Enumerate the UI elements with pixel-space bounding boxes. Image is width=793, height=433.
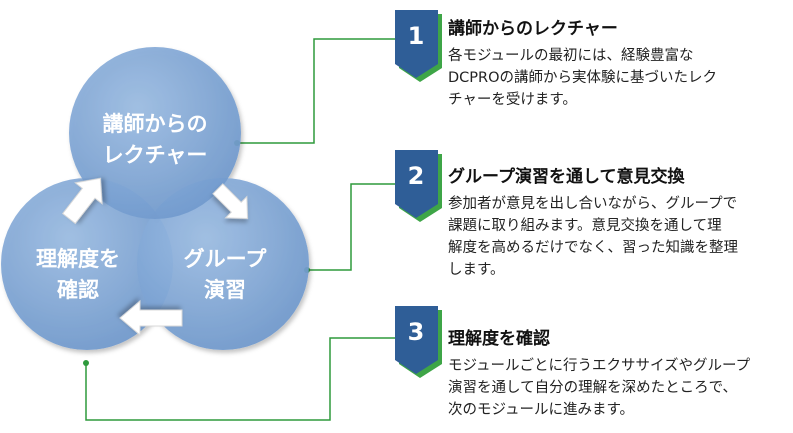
circle-label-lecture-1: 講師からの	[103, 112, 208, 136]
arrow-lecture-to-group-icon	[212, 183, 249, 220]
svg-text:1: 1	[408, 22, 425, 50]
circle-label-lecture-2: レクチャー	[103, 143, 208, 167]
circle-label-understanding-1: 理解度を	[36, 247, 120, 271]
circle-group-work	[137, 178, 309, 350]
step-2-title: グループ演習を通して意見交換	[448, 167, 685, 187]
step-badge-2: 2	[395, 150, 442, 222]
circle-label-group-1: グループ	[184, 247, 268, 271]
step-1-body: 各モジュールの最初には、経験豊富な DCPROの講師から実体験に基づいたレク チ…	[448, 48, 718, 108]
connector-line-3	[85, 337, 395, 421]
step-badge-3: 3	[395, 306, 442, 378]
connector-line-1	[237, 38, 395, 144]
circle-label-group-2: 演習	[204, 278, 246, 302]
connector-line-2	[307, 183, 395, 271]
step-1: 講師からのレクチャー 各モジュールの最初には、経験豊富な DCPROの講師から実…	[448, 14, 788, 111]
step-3-title: 理解度を確認	[448, 329, 550, 349]
connector-dot-3	[83, 360, 89, 366]
arrow-understanding-to-lecture-icon	[61, 177, 103, 225]
svg-text:3: 3	[408, 318, 425, 346]
circle-lecture	[69, 47, 241, 219]
svg-text:2: 2	[408, 162, 425, 190]
circle-label-understanding-2: 確認	[57, 278, 99, 302]
circle-understanding	[1, 178, 173, 350]
step-3-body: モジュールごとに行うエクササイズやグループ 演習を通して自分の理解を深めたところ…	[448, 358, 751, 418]
arrow-group-to-understanding-icon	[119, 299, 183, 337]
step-1-title: 講師からのレクチャー	[448, 19, 618, 39]
step-2-body: 参加者が意見を出し合いながら、グループで 課題に取り組みます。意見交換を通して理…	[448, 196, 738, 278]
step-3: 理解度を確認 モジュールごとに行うエクササイズやグループ 演習を通して自分の理解…	[448, 324, 788, 421]
step-2: グループ演習を通して意見交換 参加者が意見を出し合いながら、グループで 課題に取…	[448, 162, 788, 281]
step-badge-1: 1	[395, 10, 442, 82]
